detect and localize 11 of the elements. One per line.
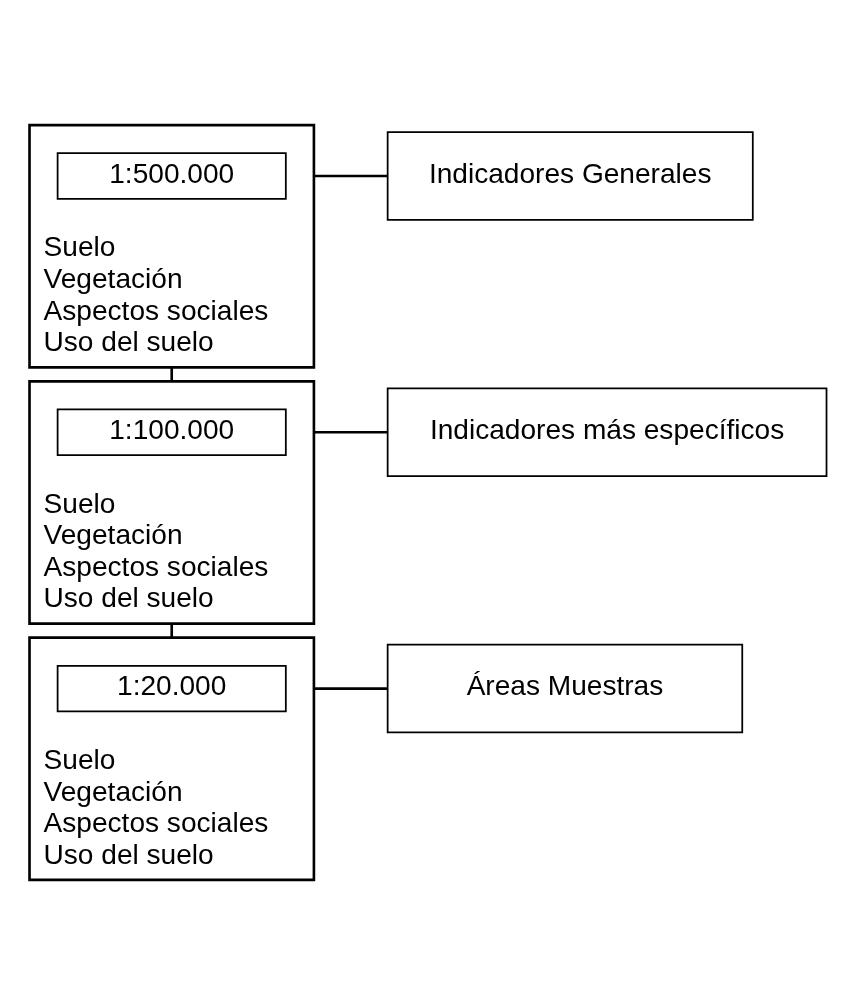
node-box: 1:100.000: [56, 408, 287, 456]
node-box: Indicadores Generales: [386, 130, 754, 221]
connector: [313, 174, 388, 177]
node-box: 1:20.000: [56, 664, 287, 712]
connector: [313, 430, 388, 434]
node-box: Áreas Muestras: [386, 643, 744, 733]
node-box: Indicadores más específicos: [386, 387, 828, 477]
connector: [170, 623, 174, 638]
node-box: 1:500.000: [56, 151, 287, 200]
connector: [170, 366, 174, 381]
connector: [313, 686, 388, 690]
